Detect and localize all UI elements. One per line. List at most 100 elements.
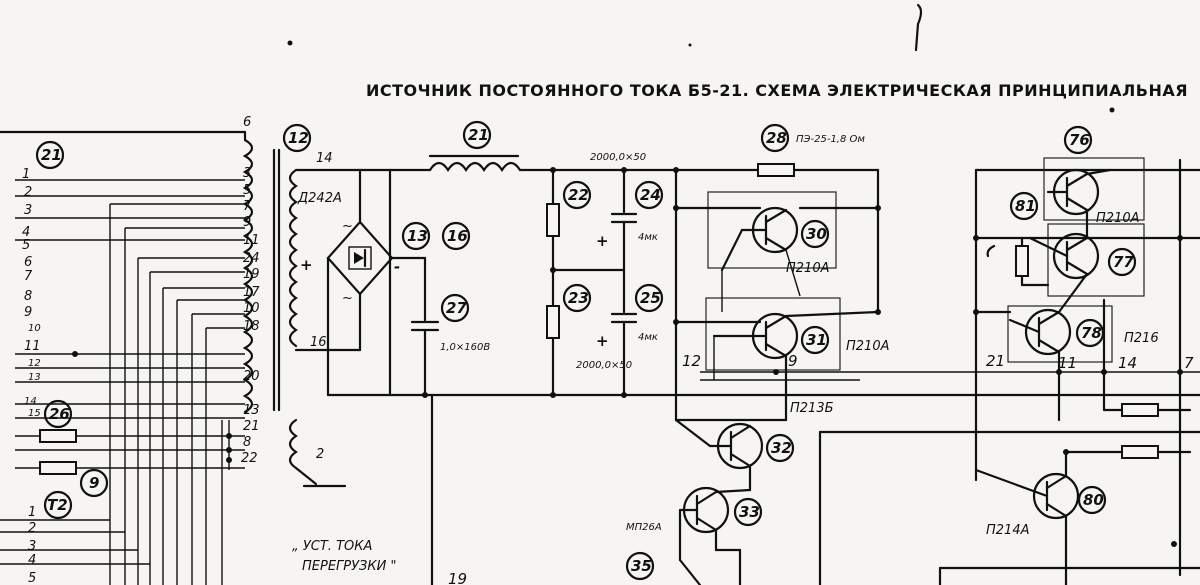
- transistor-80-type: П214А: [986, 523, 1029, 538]
- svg-text:14: 14: [1118, 354, 1137, 372]
- transistor-30-type: П210А: [786, 261, 829, 276]
- svg-text:3: 3: [24, 203, 32, 218]
- resistor-9: [39, 461, 77, 475]
- svg-text:13: 13: [28, 372, 41, 383]
- svg-text:27: 27: [446, 299, 467, 317]
- cap-24-value: 2000,0×50: [590, 152, 646, 163]
- svg-text:77: 77: [1113, 253, 1134, 271]
- svg-text:5: 5: [243, 183, 251, 198]
- resistor-28-value: ПЭ-25-1,8 Ом: [796, 134, 865, 145]
- speck: [287, 40, 293, 46]
- cap-25-value: 2000,0×50: [576, 360, 632, 371]
- svg-text:7: 7: [243, 199, 252, 214]
- svg-text:76: 76: [1069, 131, 1090, 149]
- svg-text:11: 11: [1058, 354, 1077, 372]
- svg-text:20: 20: [243, 369, 260, 384]
- svg-text:9: 9: [24, 305, 32, 320]
- svg-text:2: 2: [24, 185, 32, 200]
- svg-text:19: 19: [243, 267, 260, 282]
- transistor-32-type: П213Б: [790, 401, 834, 416]
- svg-text:21: 21: [986, 352, 1005, 370]
- right-transistors: [818, 157, 1200, 585]
- svg-text:8: 8: [24, 289, 32, 304]
- svg-text:T2: T2: [47, 496, 68, 514]
- svg-text:35: 35: [631, 557, 652, 575]
- svg-text:14: 14: [316, 151, 333, 166]
- svg-text:21: 21: [468, 126, 489, 144]
- svg-text:21: 21: [41, 146, 62, 164]
- svg-text:23: 23: [568, 289, 589, 307]
- speck: [1109, 107, 1115, 113]
- svg-text:13: 13: [243, 403, 260, 418]
- svg-text:32: 32: [771, 439, 792, 457]
- svg-text:6: 6: [243, 115, 251, 130]
- left-pin-numbers: 1 2 3 4 5 6 7 8 9 10 11 12 13 14 15: [22, 167, 41, 419]
- svg-text:5: 5: [28, 571, 36, 585]
- left-wiring: [0, 130, 247, 585]
- svg-text:12: 12: [682, 352, 701, 370]
- speck: [688, 43, 692, 47]
- svg-text:9: 9: [788, 352, 798, 370]
- left-lower-pin-numbers: 1 2 3 4 5: [28, 505, 36, 585]
- svg-text:24: 24: [640, 186, 661, 204]
- transistor-31-type: П210А: [846, 339, 889, 354]
- resistor-28: [673, 163, 880, 314]
- svg-text:10: 10: [243, 301, 260, 316]
- choke-21: [388, 154, 678, 397]
- cap-24-sub: 4мк: [638, 232, 658, 243]
- svg-text:17: 17: [243, 285, 260, 300]
- svg-text:+: +: [596, 332, 609, 350]
- svg-text:28: 28: [766, 129, 787, 147]
- node-numbers: 14 16 12 9 21 11 14 7 19: [310, 151, 1194, 585]
- svg-text:~: ~: [342, 219, 353, 234]
- svg-text:12: 12: [288, 129, 309, 147]
- svg-text:16: 16: [447, 227, 468, 245]
- svg-text:11: 11: [24, 339, 41, 354]
- resistor-26: [39, 429, 77, 443]
- svg-text:30: 30: [806, 225, 827, 243]
- overload-caption-line2: ПЕРЕГРУЗКИ ": [302, 559, 396, 574]
- svg-text:-: -: [394, 258, 400, 276]
- svg-text:22: 22: [241, 451, 258, 466]
- svg-text:2: 2: [316, 447, 324, 462]
- svg-text:10: 10: [28, 323, 41, 334]
- svg-text:+: +: [596, 232, 609, 250]
- svg-text:24: 24: [243, 251, 260, 266]
- svg-text:78: 78: [1081, 324, 1102, 342]
- svg-text:26: 26: [49, 405, 70, 423]
- svg-text:3: 3: [243, 166, 251, 181]
- svg-text:3: 3: [28, 539, 36, 554]
- diode-bridge-type: Д242А: [297, 191, 342, 206]
- divider-22-23: [546, 167, 626, 397]
- transistor-33-type: МП26А: [626, 522, 662, 533]
- svg-text:4: 4: [22, 225, 30, 240]
- svg-text:~: ~: [342, 291, 353, 306]
- svg-text:1: 1: [28, 505, 36, 520]
- svg-text:5: 5: [22, 238, 30, 253]
- svg-text:11: 11: [243, 233, 260, 248]
- svg-text:9: 9: [243, 215, 251, 230]
- svg-text:81: 81: [1015, 197, 1036, 215]
- svg-text:4: 4: [28, 553, 36, 568]
- svg-text:19: 19: [448, 570, 467, 585]
- svg-text:80: 80: [1083, 491, 1104, 509]
- svg-text:8: 8: [243, 435, 251, 450]
- cap-25-sub: 4мк: [638, 332, 658, 343]
- svg-text:16: 16: [310, 335, 327, 350]
- svg-text:15: 15: [28, 408, 41, 419]
- transformer-pin-numbers: 6 3 5 7 9 11 24 19 17 10 18 20 13 21 8 2…: [241, 115, 324, 466]
- caps-24-25: + +: [596, 167, 638, 397]
- svg-text:1: 1: [22, 167, 30, 182]
- svg-text:7: 7: [24, 269, 33, 284]
- overload-caption-line1: „ УСТ. ТОКА: [292, 539, 372, 554]
- page-title: ИСТОЧНИК ПОСТОЯННОГО ТОКА Б5-21. СХЕМА Э…: [366, 81, 1188, 100]
- svg-text:18: 18: [243, 319, 260, 334]
- regulating-transistors: [673, 168, 1200, 422]
- component-refs: 21 12 21 28 76 22 24 30 81 13 16 77 27 2…: [35, 120, 1137, 581]
- svg-text:6: 6: [24, 255, 32, 270]
- cap-27-value: 1,0×160В: [440, 342, 490, 353]
- transistor-78-type: П216: [1124, 331, 1159, 346]
- transistor-76-type: П210А: [1096, 211, 1139, 226]
- svg-text:21: 21: [243, 419, 260, 434]
